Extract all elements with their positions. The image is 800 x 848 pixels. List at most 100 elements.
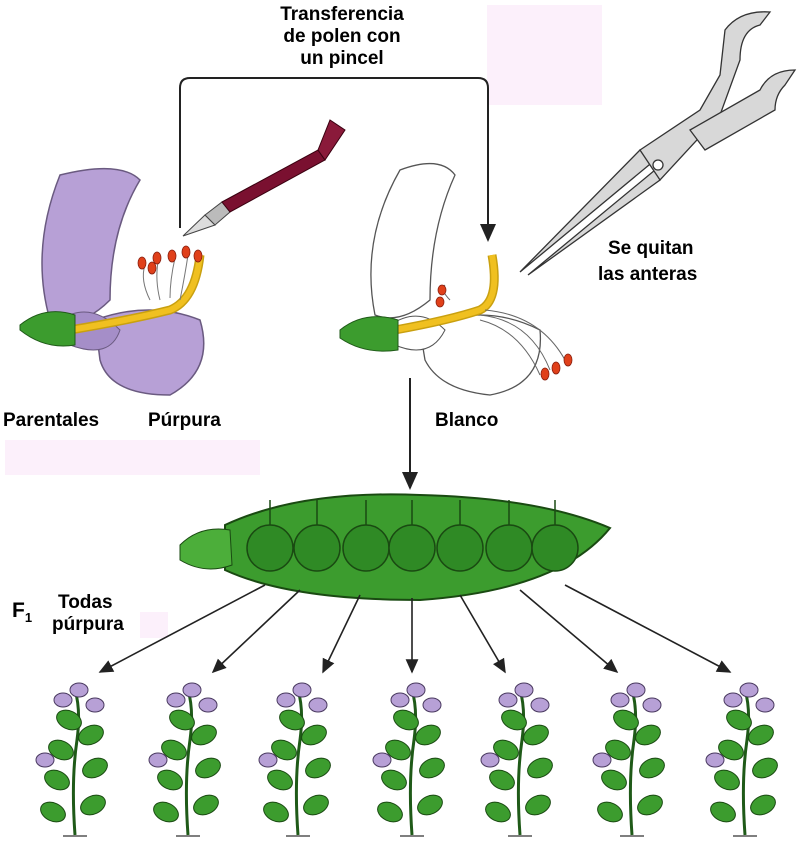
purple-blossom [276,692,296,708]
purple-blossom [148,752,168,768]
pea-seed [246,524,294,572]
offspring-arrow [322,594,361,674]
paintbrush-icon [182,119,346,237]
offspring-arrow [564,584,732,673]
leaf [415,724,441,746]
leaf [501,709,527,731]
purple-blossom [258,752,278,768]
leaf [485,801,511,823]
leaf [710,801,736,823]
pea-seed [388,524,436,572]
leaf [191,724,217,746]
leaf [639,757,665,779]
purple-blossom [166,692,186,708]
f1-purple-plant [35,682,108,837]
background-patch [5,440,260,475]
leaf [40,801,66,823]
purple-blossom [755,697,775,713]
title-line: de polen con [283,26,401,47]
purple-blossom [626,682,646,698]
leaf [525,794,551,816]
f1-purple-plant [705,682,778,837]
purple-blossom [390,692,410,708]
purple-flower [19,167,205,396]
purple-blossom [292,682,312,698]
leaf [385,739,411,761]
leaf [305,757,331,779]
pea-seed [436,524,484,572]
leaf [489,769,515,791]
f1-purple-plant [592,682,665,837]
leaf [193,794,219,816]
parentales-label: Parentales [3,410,100,431]
purple-blossom [642,697,662,713]
leaf [493,739,519,761]
purple-blossom [739,682,759,698]
leaf [267,769,293,791]
f1-result: púrpura [52,614,124,635]
purple-blossom [198,697,218,713]
purple-blossom [530,697,550,713]
background-patch [140,612,168,638]
purple-blossom [422,697,442,713]
leaf [718,739,744,761]
leaf [377,801,403,823]
background-patch [487,5,602,105]
leaf [601,769,627,791]
offspring-arrow [211,589,301,674]
transfer-arrow [179,77,496,242]
pea-seed [531,524,579,572]
leaf [635,724,661,746]
leaf [419,757,445,779]
leaf [48,739,74,761]
leaf [279,709,305,731]
leaf [195,757,221,779]
leaf [748,724,774,746]
f1-purple-plant [258,682,331,837]
leaf [82,757,108,779]
f1-letter: F [12,599,25,622]
purple-blossom [705,752,725,768]
leaf [78,724,104,746]
white-flower [339,163,573,396]
leaf [613,709,639,731]
offspring-arrow [459,594,506,674]
leaf [80,794,106,816]
purple-blossom [514,682,534,698]
leaf [157,769,183,791]
purple-blossom [35,752,55,768]
leaf [714,769,740,791]
purple-blossom [480,752,500,768]
leaf [44,769,70,791]
leaf [527,757,553,779]
f1-result: Todas [58,592,113,613]
leaf [752,757,778,779]
leaf [161,739,187,761]
leaf [750,794,776,816]
leaf [605,739,631,761]
purple-blossom [406,682,426,698]
leaf [303,794,329,816]
purple-blossom [182,682,202,698]
title-line: un pincel [300,48,384,69]
purple-blossom [308,697,328,713]
title-line: Transferencia [280,4,404,25]
purple-blossom [69,682,89,698]
scissors-icon [519,11,797,276]
leaf [417,794,443,816]
leaf [726,709,752,731]
purple-blossom [723,692,743,708]
purple-blossom [498,692,518,708]
leaf [381,769,407,791]
leaf [523,724,549,746]
f1-purple-plant [480,682,553,837]
f1-purple-plant [372,682,445,837]
purple-blossom [372,752,392,768]
leaf [263,801,289,823]
pea-seed [342,524,390,572]
offspring-arrow [519,589,619,674]
purple-blossom [592,752,612,768]
f1-label: F1 [12,600,32,629]
